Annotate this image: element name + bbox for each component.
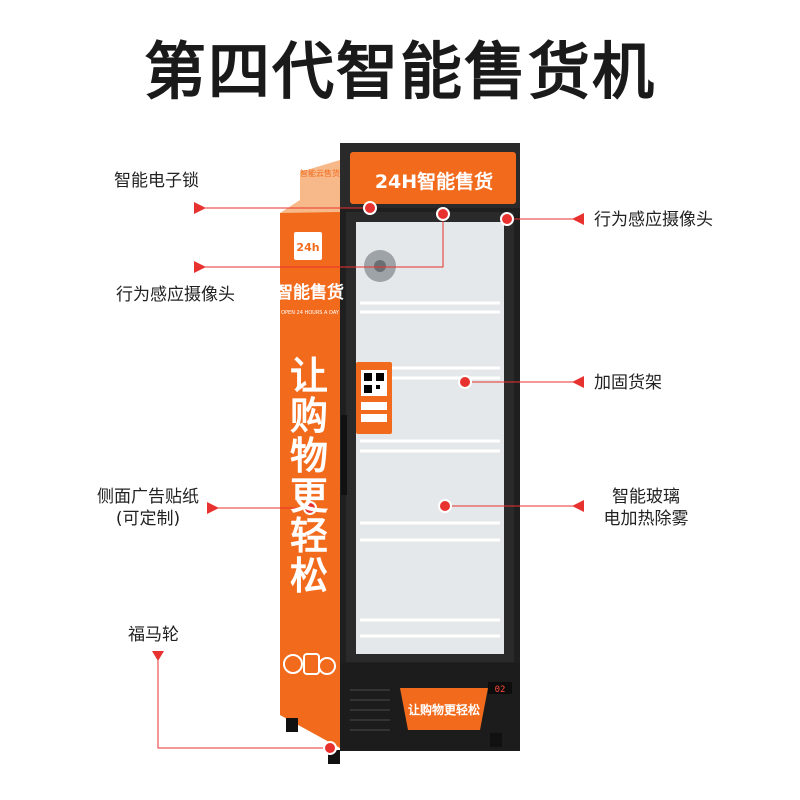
- callout-side-sticker: 侧面广告贴纸 (可定制): [92, 486, 204, 530]
- door-handle: [341, 415, 347, 495]
- callout-electronic-lock: 智能电子锁: [114, 171, 199, 191]
- side-logo-text: 24h: [296, 241, 319, 254]
- callout-side-sticker-line2: (可定制): [115, 509, 181, 529]
- base-vents: [350, 689, 390, 731]
- callout-side-sticker-line1: 侧面广告贴纸: [97, 487, 199, 507]
- callout-smart-glass-line1: 智能玻璃: [612, 487, 680, 507]
- callout-camera-right: 行为感应摄像头: [594, 210, 713, 230]
- callout-dots: [303, 201, 514, 755]
- display-readout: 02: [495, 685, 506, 695]
- side-logo-box: [294, 232, 322, 260]
- callout-reinforced-shelf: 加固货架: [594, 373, 662, 393]
- caster-wheel-3: [490, 733, 502, 747]
- temperature-display: [488, 682, 512, 694]
- callout-lines: [157, 207, 578, 749]
- base-sign-text: 让购物更轻松: [408, 702, 480, 717]
- small-sign-text: 智能云售货: [300, 168, 340, 178]
- side-panel-top-edge: [280, 196, 340, 213]
- top-sign: [350, 152, 516, 204]
- base-sign: [400, 688, 488, 730]
- side-icon-3: [318, 657, 336, 675]
- callout-markers: [152, 202, 584, 661]
- caster-wheel-1: [286, 718, 298, 732]
- side-subtitle-text: OPEN 24 HOURS A DAY: [281, 310, 340, 316]
- side-panel: [280, 205, 340, 748]
- callout-smart-glass-line2: 电加热除雾: [603, 509, 689, 529]
- page-title: 第四代智能售货机: [143, 35, 656, 108]
- callout-camera-left: 行为感应摄像头: [116, 285, 235, 305]
- side-slogan: 让购物更轻松: [289, 354, 328, 598]
- side-icon-1: [283, 654, 303, 674]
- side-top-panel: [300, 160, 340, 205]
- top-sign-text: 24H智能售货: [375, 170, 493, 193]
- callout-smart-glass: 智能玻璃 电加热除雾: [596, 486, 696, 530]
- callout-caster: 福马轮: [128, 625, 179, 645]
- side-brand-text: 智能售货: [276, 282, 344, 303]
